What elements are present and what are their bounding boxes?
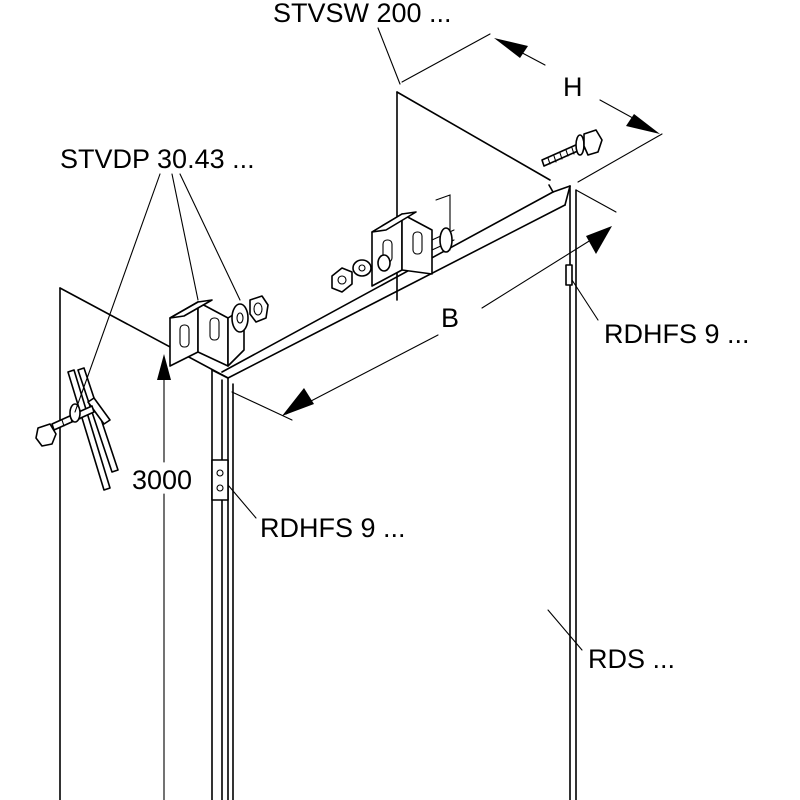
front-right-panel: [564, 185, 577, 800]
dimension-h: [401, 33, 663, 183]
leader-connector-right: [571, 279, 599, 321]
leader-bracket: [74, 173, 241, 413]
connector-clip-right: [565, 264, 573, 286]
label-connector-front: RDHFS 9 ...: [260, 513, 406, 543]
leader-connector-front: [227, 484, 257, 519]
label-depth: H: [563, 72, 583, 102]
corner-profile: [211, 369, 234, 800]
washer-front: [231, 303, 249, 333]
bolt-left: [35, 367, 119, 491]
label-bracket: STVDP 30.43 ...: [60, 144, 255, 174]
label-width: B: [441, 303, 459, 333]
nut-front: [249, 295, 269, 323]
left-panel: [59, 287, 229, 800]
label-cover: STVSW 200 ...: [273, 0, 452, 28]
top-cover-edge: [221, 184, 571, 379]
label-height: 3000: [132, 465, 192, 495]
label-connector-right: RDHFS 9 ...: [604, 319, 750, 349]
washer-back: [352, 254, 391, 277]
leader-side-panel: [547, 609, 583, 651]
bolt-top-right: [541, 129, 603, 167]
dimension-b: [231, 189, 617, 421]
leader-cover: [377, 27, 401, 85]
connector-clip-front: [211, 459, 229, 501]
nut-back: [331, 267, 353, 293]
bracket-back: [371, 194, 455, 287]
dimension-3000: [157, 354, 171, 800]
label-side-panel: RDS ...: [588, 644, 675, 674]
